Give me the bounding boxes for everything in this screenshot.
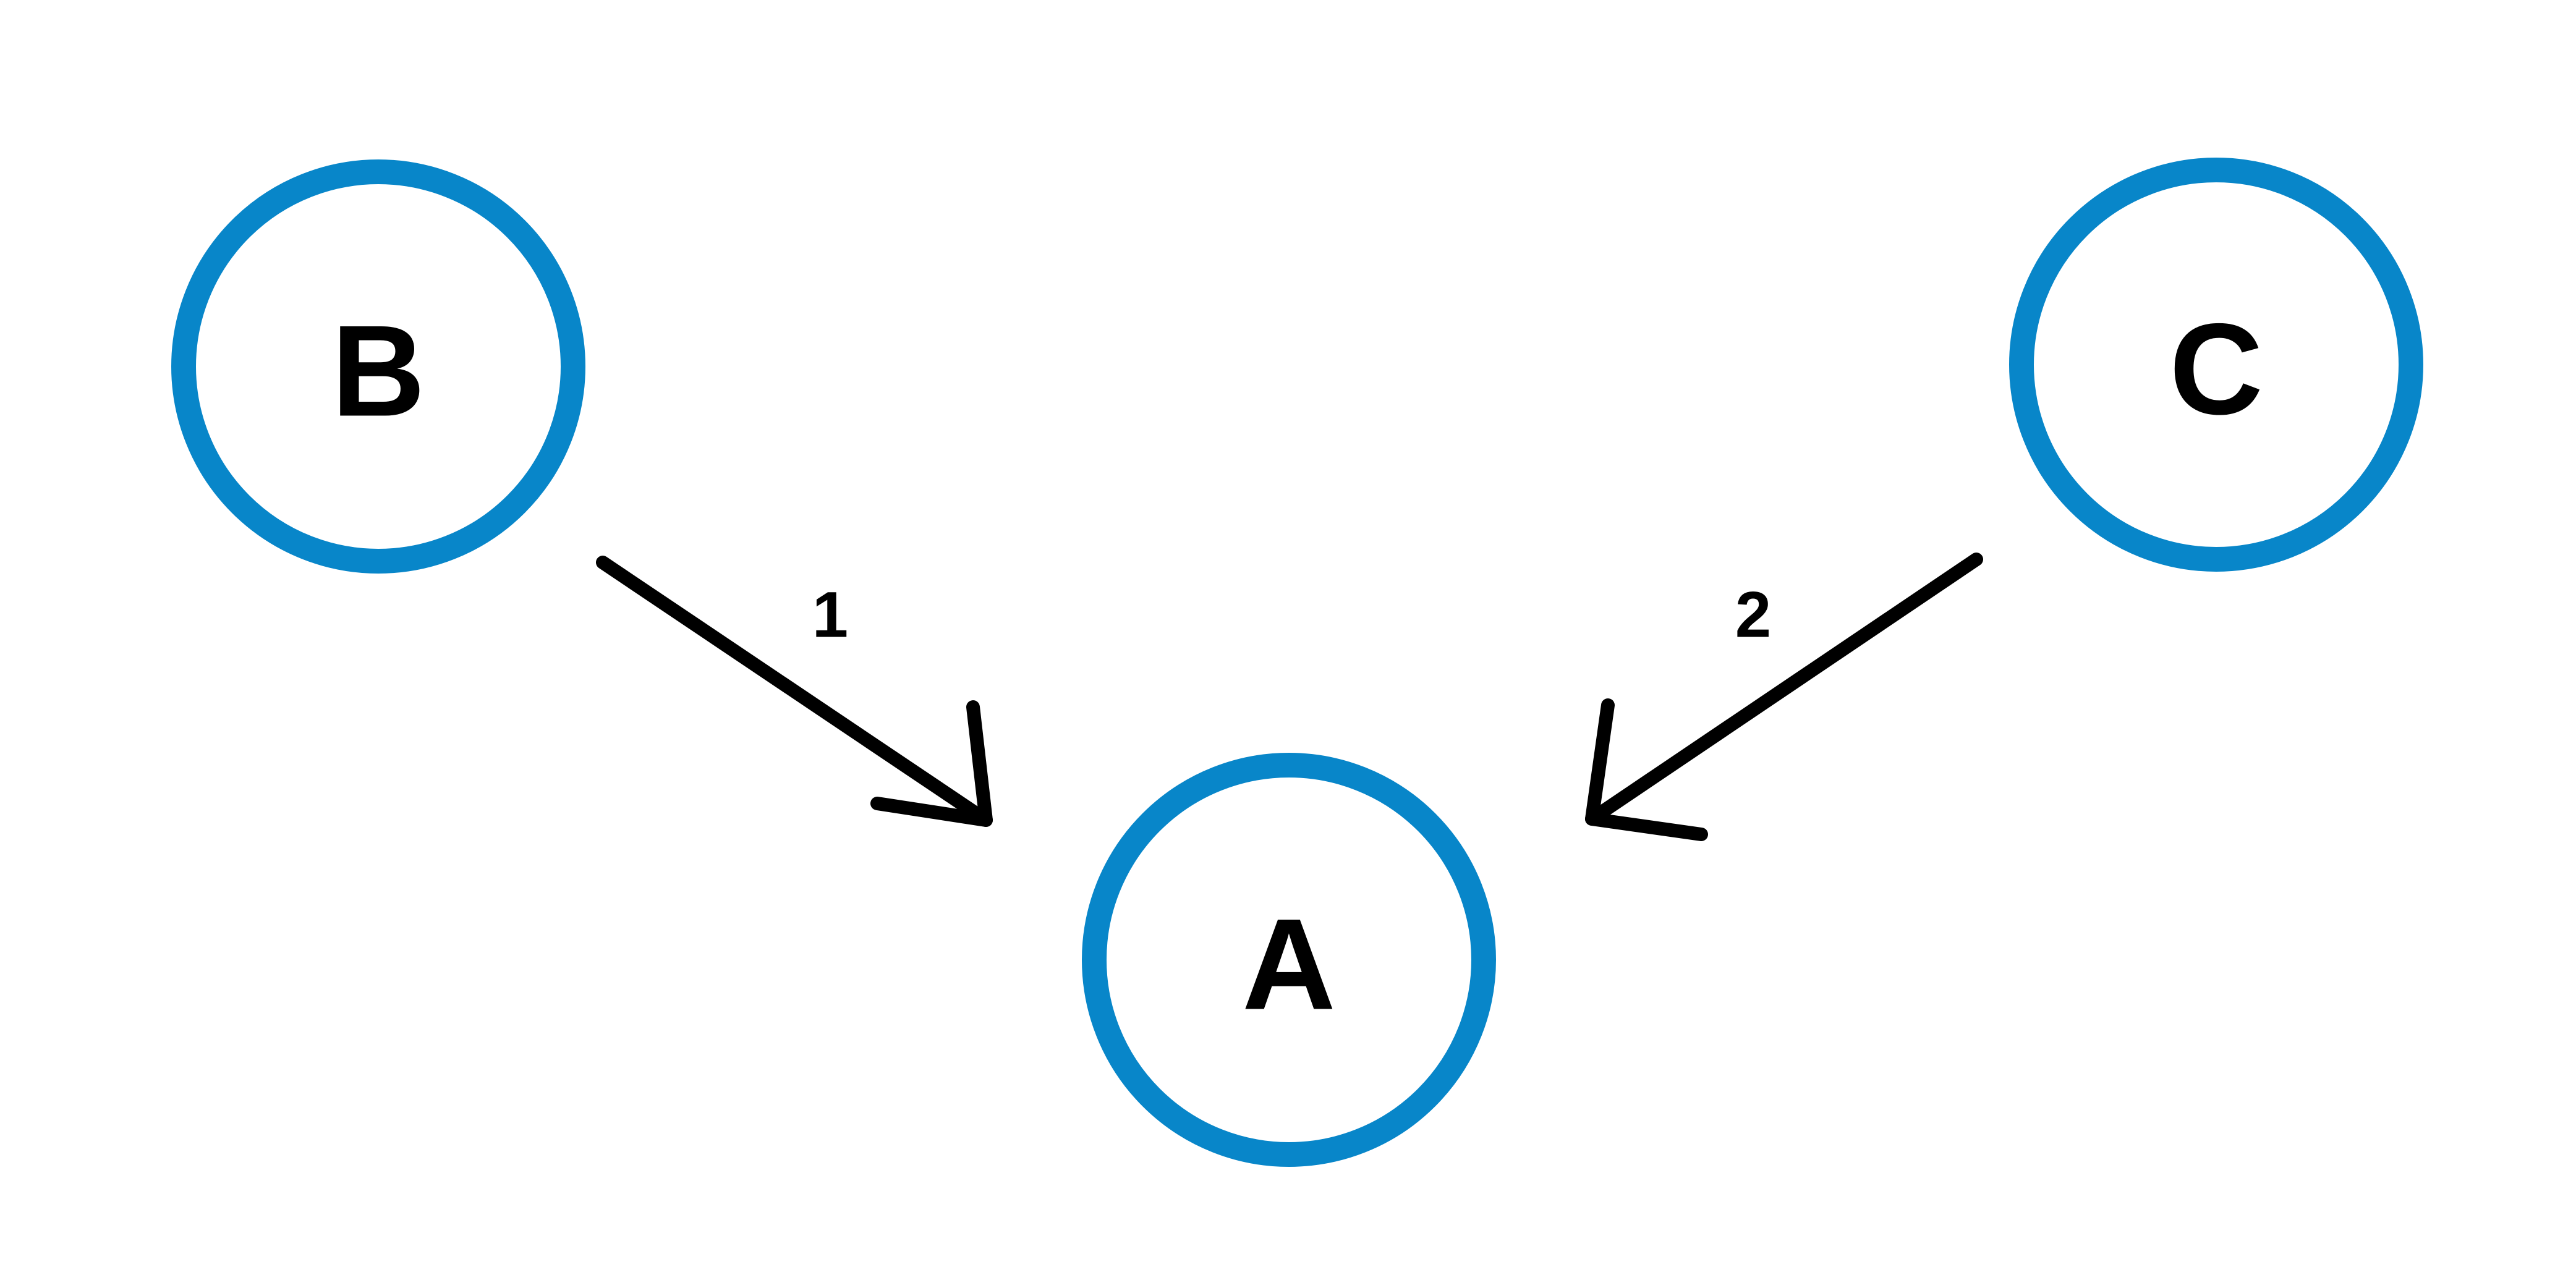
node-b-label: B: [331, 299, 425, 444]
node-b-circle: [171, 159, 585, 574]
edge-1-arrowhead: [870, 700, 993, 827]
edge-2-line: [1585, 553, 1983, 826]
node-a-circle: [1082, 753, 1496, 1167]
edge-2-label: 2: [1735, 579, 1771, 651]
edge-1-line: [596, 556, 993, 827]
node-a-label: A: [1242, 892, 1336, 1037]
node-a[interactable]: A: [1082, 753, 1496, 1167]
node-b[interactable]: B: [171, 159, 585, 574]
edge-b-to-a[interactable]: 1: [596, 556, 993, 827]
edge-2-arrowhead: [1585, 698, 1708, 841]
node-c[interactable]: C: [2009, 158, 2423, 572]
node-c-circle: [2009, 158, 2423, 572]
node-c-label: C: [2169, 297, 2263, 442]
edge-1-label: 1: [812, 579, 848, 651]
edge-c-to-a[interactable]: 2: [1585, 553, 1983, 841]
